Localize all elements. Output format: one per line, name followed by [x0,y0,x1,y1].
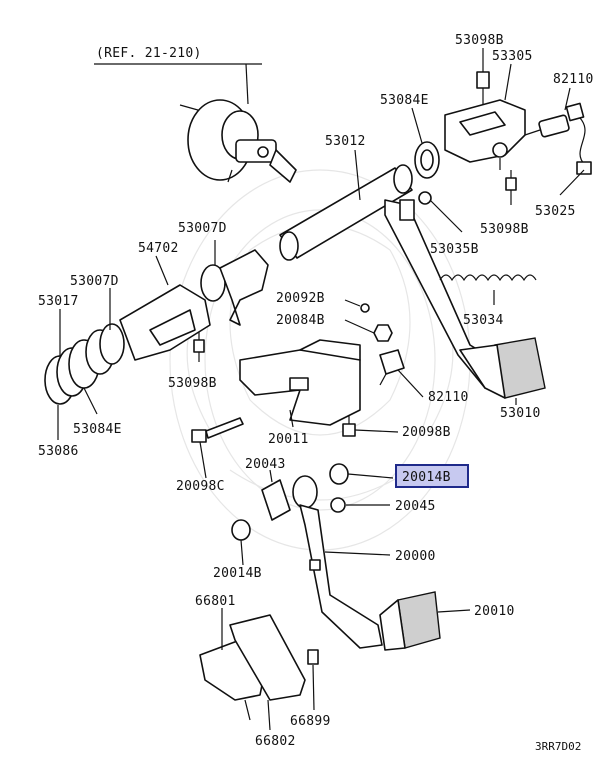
label-53007D-top[interactable]: 53007D [178,221,227,236]
label-20098C[interactable]: 20098C [176,479,225,494]
label-82110-mid[interactable]: 82110 [428,390,469,405]
bushing-upper-part [329,463,349,485]
long-bolt-part [191,417,244,443]
brake-pedal-arm-part [384,199,546,399]
label-53084E-bottom[interactable]: 53084E [73,422,122,437]
label-20010[interactable]: 20010 [474,604,515,619]
label-53010[interactable]: 53010 [500,406,541,421]
switch-bracket-part [444,71,526,170]
label-53098B-mid[interactable]: 53098B [168,376,217,391]
label-20000[interactable]: 20000 [395,549,436,564]
label-20098B[interactable]: 20098B [402,425,451,440]
label-53017[interactable]: 53017 [38,294,79,309]
label-20043[interactable]: 20043 [245,457,286,472]
label-20045[interactable]: 20045 [395,499,436,514]
highlighted-part-box[interactable] [395,464,469,488]
label-20011[interactable]: 20011 [268,432,309,447]
bushings-left [44,323,125,405]
label-54702[interactable]: 54702 [138,241,179,256]
label-53305[interactable]: 53305 [492,49,533,64]
label-82110-top[interactable]: 82110 [553,72,594,87]
label-20092B[interactable]: 20092B [276,291,325,306]
label-20084B[interactable]: 20084B [276,313,325,328]
label-20014B-highlighted[interactable]: 20014B [402,470,451,485]
brake-booster-part [179,99,297,183]
reference-callout: (REF. 21-210) [94,46,262,105]
bushing-lower-part [231,519,251,541]
clutch-pedal-bracket-part [119,249,269,361]
label-53012[interactable]: 53012 [325,134,366,149]
clevis-pin-part [261,479,291,521]
label-53086[interactable]: 53086 [38,444,79,459]
label-53035B[interactable]: 53035B [430,242,479,257]
accelerator-pedal-part [199,614,319,721]
label-53098B-top[interactable]: 53098B [455,33,504,48]
label-66899[interactable]: 66899 [290,714,331,729]
label-66801[interactable]: 66801 [195,594,236,609]
label-53034[interactable]: 53034 [463,313,504,328]
stopper-part [330,497,346,513]
reference-label: (REF. 21-210) [96,46,202,61]
clutch-pedal-arm-part [292,475,383,649]
pedal-support-bracket-part [239,339,405,426]
label-53007D-left[interactable]: 53007D [70,274,119,289]
leader-lines [57,48,585,731]
label-53098B-right[interactable]: 53098B [480,222,529,237]
label-53084E-top[interactable]: 53084E [380,93,429,108]
return-spring-part [439,274,537,282]
label-53025[interactable]: 53025 [535,204,576,219]
drawing-code-label: 3RR7D02 [535,740,581,753]
label-66802[interactable]: 66802 [255,734,296,749]
pedal-shaft-part [279,164,413,261]
part-labels: 53098B 53305 82110 53084E 53012 53025 53… [38,33,594,753]
stop-lamp-switch-part [524,102,592,175]
label-20014B-bottom[interactable]: 20014B [213,566,262,581]
